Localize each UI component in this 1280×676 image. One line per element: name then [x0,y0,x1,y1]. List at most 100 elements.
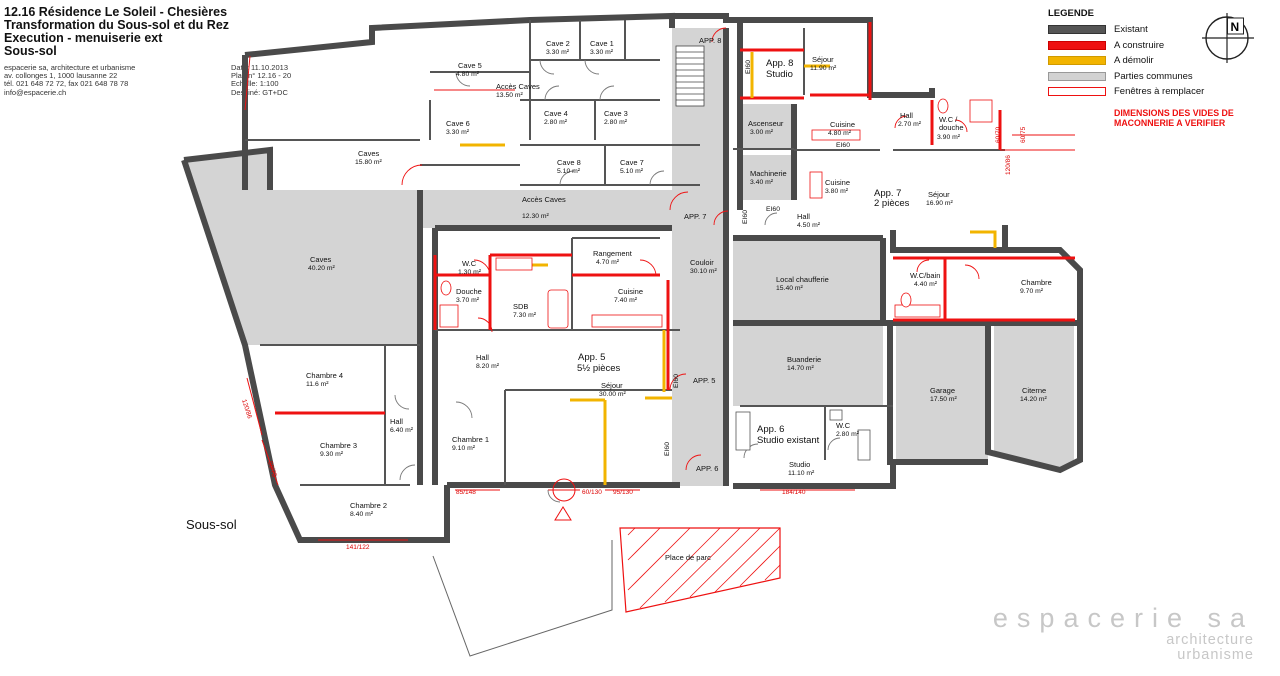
door-swing [559,170,575,186]
door-swing [669,191,689,211]
room-name: Hall [900,111,913,120]
room-area: 4.80 m² [828,130,852,137]
legend-label: A construire [1114,39,1165,51]
entry-labels: APP. 8 APP. 7 APP. 5 APP. 6 [684,36,721,473]
apartment-labels: App. 8 Studio App. 7 2 pièces App. 5 5½ … [577,58,910,446]
room-name: Machinerie [750,169,787,178]
room-area: 11.90 m² [810,65,837,72]
room-name: Cuisine [830,120,855,129]
door-swing [544,85,560,101]
room-area: 14.20 m² [1020,396,1048,403]
room-area: 40.20 m² [308,265,336,272]
office-name: espacerie sa, architecture et urbanisme [4,63,136,72]
room-area: 15.40 m² [776,285,804,292]
fire-label: EI60 [742,210,749,224]
warning-line1: DIMENSIONS DES VIDES DE [1114,108,1234,118]
room-name: Cave 5 [458,61,482,70]
room-name: W.C [462,259,477,268]
room-name: Chambre [1021,278,1052,287]
demolition [460,52,997,485]
room-name: Chambre 4 [306,371,343,380]
legend-item-existant: Existant [1048,22,1204,38]
room-name: Local chaufferie [776,275,829,284]
door-swing [473,259,491,277]
room-area: 2.70 m² [898,121,922,128]
warning-line2: MACONNERIE A VERIFIER [1114,118,1226,128]
meta-plan: Plan n° 12.16 - 20 [231,71,292,81]
demolish [970,230,997,248]
room-name: Caves [358,149,380,158]
brand-name: espacerie sa [992,603,1254,633]
legend-label: A démolir [1114,55,1154,67]
door-swing [547,489,561,503]
room-area: 11.6 m² [306,381,329,388]
room-area: 7.40 m² [614,297,638,304]
room-area: 9.70 m² [1020,288,1044,295]
legend-item-fenetres: Fenêtres à remplacer [1048,84,1204,100]
room-area: 14.70 m² [787,365,815,372]
room-area: 30.00 m² [599,391,627,398]
north-arrow-icon: N [1202,13,1254,63]
entry-label: APP. 6 [696,464,718,473]
garage-area [896,326,988,461]
meta-drawn: Dessiné: GT+DC [231,87,288,97]
room-name: Séjour [812,55,834,64]
wall-north-east [672,13,935,98]
room-name: Cave 7 [620,158,644,167]
room-name: Séjour [601,381,623,390]
room-area: 6.40 m² [390,427,414,434]
door-swing [964,264,980,280]
caves-40-area [184,150,420,345]
fire-label: EI60 [836,142,850,149]
door-swing [477,317,493,333]
room-name: Caves [310,255,332,264]
door-swing [399,464,416,481]
bathtub-icon [894,304,941,318]
door-swing [394,394,410,410]
fire-label: EI60 [673,374,680,388]
room-area: 5.10 m² [620,168,644,175]
brand-line2: architecture [1166,632,1254,648]
door-swing [711,27,727,43]
room-name: Cuisine [825,178,850,187]
legend-swatch [1048,56,1106,66]
window-dimension: 141/122 [346,544,370,551]
room-name: Buanderie [787,355,821,364]
toilet-icon [829,409,843,421]
door-swing [916,259,930,273]
room-area: 13.50 m² [496,92,524,99]
room-name: Couloir [690,258,714,267]
room-area: 3.90 m² [937,134,961,141]
door-swing [713,210,729,226]
room-name: Accès Caves [522,195,566,204]
wall-caves-north [183,146,273,190]
room-name: Hall [797,212,810,221]
entry-label: APP. 7 [684,212,706,221]
door-swing [669,373,687,391]
legend-swatch [1048,71,1106,81]
room-area: 9.30 m² [320,451,344,458]
acces-caves-area [420,190,685,228]
window-dimension: 60/75 [1020,126,1027,143]
fixtures [439,98,993,329]
window-marker [552,478,576,521]
office-address: av. collonges 1, 1000 lausanne 22 [4,71,118,81]
room-name: W.C [836,421,851,430]
legend-item-demolir: A démolir [1048,53,1204,69]
legend-label: Existant [1114,24,1148,36]
room-name: Chambre 2 [350,501,387,510]
shower-icon [969,99,993,123]
window-dimension: 184/140 [782,489,806,496]
entry-label: APP. 5 [693,376,715,385]
room-area: 2.80 m² [604,119,628,126]
door-swing [539,59,555,75]
title-block: 12.16 Résidence Le Soleil - Chesières Tr… [4,6,229,58]
legend-item-construire: A construire [1048,38,1204,54]
room-area: 15.80 m² [355,159,383,166]
room-name: Hall [476,353,489,362]
room-name: Place de parc [665,553,711,562]
room-area: 4.70 m² [596,259,620,266]
wall-garage [887,323,988,465]
warning-note: DIMENSIONS DES VIDES DE MACONNERIE A VER… [1114,108,1234,128]
window [244,55,251,111]
